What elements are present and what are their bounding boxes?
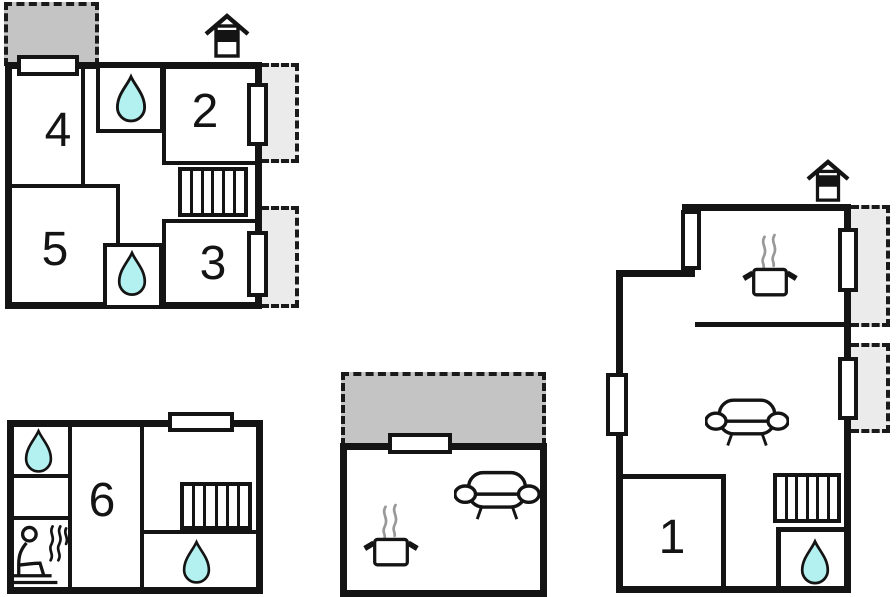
window-icon (681, 210, 701, 270)
water-drop-icon (117, 251, 147, 296)
water-drop-icon (800, 540, 830, 585)
room-4-label: 4 (44, 104, 72, 157)
wall-b-leftcol (68, 427, 72, 587)
room-3-label: 3 (199, 237, 227, 290)
room-6-label: 6 (88, 474, 116, 527)
wall-a-room4-5-divider (10, 184, 120, 188)
wall-a-hall (116, 184, 120, 247)
stove-pot-icon (362, 496, 420, 572)
fireplace-icon (805, 159, 851, 203)
window-icon (606, 373, 628, 436)
wall-d-connector (616, 270, 695, 277)
wall-d-room1-right (721, 474, 726, 588)
wall-b-room6-right (140, 427, 144, 587)
sofa-icon (705, 398, 789, 448)
wall-a-room2-left (162, 68, 166, 165)
wall-a-room3-left (162, 219, 166, 305)
room-1-label: 1 (658, 511, 686, 564)
wall-d-bottom (616, 586, 851, 593)
window-icon (838, 357, 858, 420)
wall-d-top (682, 204, 851, 211)
wall-a-room4-right (81, 68, 85, 186)
sauna-icon (12, 524, 69, 585)
water-drop-icon (115, 75, 147, 123)
room-5-label: 5 (41, 223, 69, 276)
window-icon (168, 412, 234, 432)
water-drop-icon (182, 540, 211, 584)
wall-d-bath-left (776, 527, 781, 588)
staircase-icon (180, 482, 252, 530)
fireplace-icon (203, 13, 251, 59)
sofa-icon (454, 470, 540, 521)
wall-a-room2-bottom (162, 161, 258, 165)
staircase-icon (773, 473, 841, 523)
window-icon (17, 55, 79, 76)
building-a-outline (5, 62, 262, 309)
building-b-outline (7, 420, 263, 594)
window-icon (388, 433, 452, 454)
terrace-middle (341, 372, 546, 446)
wall-b-bath-top (144, 530, 257, 534)
room-2-label: 2 (191, 85, 219, 138)
wall-b-cell2 (13, 516, 68, 520)
wall-b-cell1 (13, 474, 68, 478)
wall-a-room3-top (162, 219, 258, 223)
window-icon (247, 83, 268, 146)
stove-pot-icon (741, 226, 799, 302)
window-icon (838, 228, 858, 292)
water-drop-icon (24, 429, 53, 473)
window-icon (247, 231, 268, 297)
wall-d-room1-top (621, 474, 726, 479)
wall-d-kitchen-bottom (695, 322, 844, 327)
staircase-icon (178, 167, 248, 217)
wall-d-bath-top (776, 527, 844, 532)
